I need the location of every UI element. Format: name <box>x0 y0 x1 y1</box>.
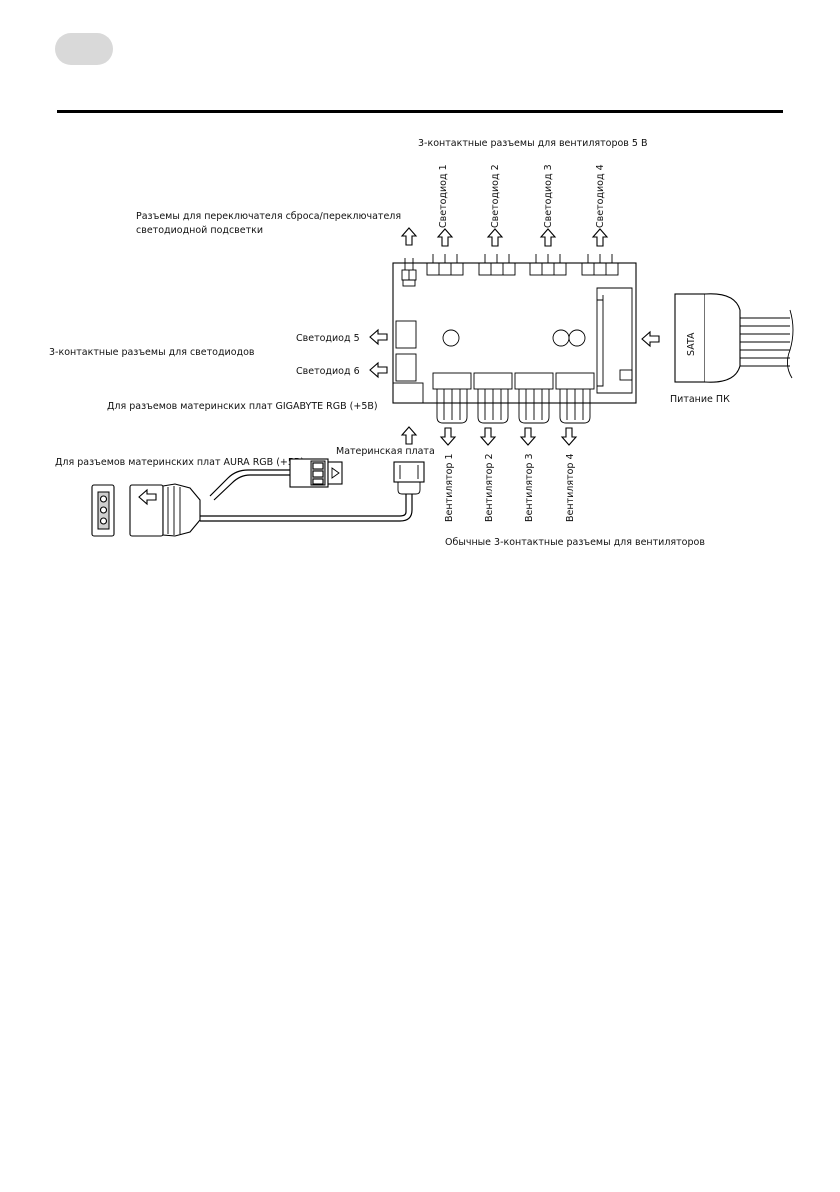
led5-connector <box>395 320 417 349</box>
hub-board <box>392 262 637 404</box>
pc-power-label: Питание ПК <box>670 394 730 405</box>
mount-hole <box>442 329 460 347</box>
aura-connector <box>289 458 343 488</box>
rgb-plug <box>91 483 201 537</box>
fan2-label: Вентилятор 2 <box>484 453 495 522</box>
led3-arrow-up <box>540 228 556 247</box>
top-connector-4 <box>581 254 619 276</box>
fan3-arrow-down <box>520 427 536 446</box>
sata-arrow-left <box>641 331 660 347</box>
led6-arrow-left <box>369 362 388 378</box>
top-connector-3 <box>529 254 567 276</box>
gigabyte-label: Для разъемов материнских плат GIGABYTE R… <box>107 401 378 412</box>
led1-arrow-up <box>437 228 453 247</box>
top-connector-1 <box>426 254 464 276</box>
mount-hole <box>568 329 586 347</box>
aura-label: Для разъемов материнских плат AURA RGB (… <box>55 457 304 468</box>
led-connectors-label: 3-контактные разъемы для светодиодов <box>49 347 255 358</box>
sata-label: SATA <box>686 332 697 356</box>
fan-connector-2 <box>473 372 513 424</box>
aura-cable <box>209 469 290 497</box>
motherboard-connector <box>393 461 425 495</box>
led2-label: Светодиод 2 <box>490 164 501 228</box>
reset-arrow-up <box>401 227 417 246</box>
fan1-arrow-down <box>440 427 456 446</box>
fan5v-title: 3-контактные разъемы для вентиляторов 5 … <box>418 138 648 149</box>
top-connector-2 <box>478 254 516 276</box>
header-rule <box>57 110 783 113</box>
fan4-arrow-down <box>561 427 577 446</box>
led3-label: Светодиод 3 <box>543 164 554 228</box>
fan3-label: Вентилятор 3 <box>524 453 535 522</box>
motherboard-label: Материнская плата <box>336 446 435 457</box>
motherboard-arrow-up <box>401 426 417 445</box>
reset-title-line1: Разъемы для переключателя сброса/переклю… <box>136 211 401 222</box>
led4-arrow-up <box>592 228 608 247</box>
led4-label: Светодиод 4 <box>595 164 606 228</box>
led6-connector <box>395 353 417 382</box>
fan-connector-4 <box>555 372 595 424</box>
fan-connector-3 <box>514 372 554 424</box>
fan-connector-1 <box>432 372 472 424</box>
led5-arrow-left <box>369 329 388 345</box>
regular-fans-label: Обычные 3-контактные разъемы для вентиля… <box>445 537 705 548</box>
sata-plug <box>674 293 794 383</box>
gigabyte-connector <box>392 382 424 404</box>
fan2-arrow-down <box>480 427 496 446</box>
fan1-label: Вентилятор 1 <box>444 453 455 522</box>
led5-label: Светодиод 5 <box>296 333 360 344</box>
led1-label: Светодиод 1 <box>438 164 449 228</box>
reset-title-line2: светодиодной подсветки <box>136 225 263 236</box>
motherboard-cable <box>200 494 407 517</box>
page-number-badge <box>55 33 113 65</box>
led6-label: Светодиод 6 <box>296 366 360 377</box>
led2-arrow-up <box>487 228 503 247</box>
sata-header <box>596 287 633 394</box>
fan4-label: Вентилятор 4 <box>565 453 576 522</box>
